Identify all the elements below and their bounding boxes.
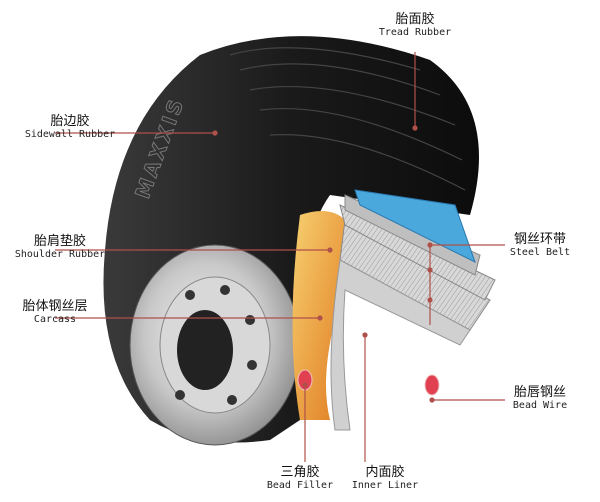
label-en: Carcass xyxy=(33,314,77,325)
label-zh: 胎体钢丝层 xyxy=(22,299,88,314)
label-en: Steel Belt xyxy=(509,247,571,258)
label-bead-wire: 胎唇钢丝 Bead Wire xyxy=(495,381,585,411)
label-en: Bead Filler xyxy=(266,480,334,491)
steel-belt-blue xyxy=(354,189,476,263)
label-steel-belt: 钢丝环带 Steel Belt xyxy=(495,228,585,258)
inner-liner xyxy=(330,259,471,431)
label-zh: 钢丝环带 xyxy=(513,232,566,247)
label-en: Sidewall Rubber xyxy=(24,129,116,140)
shoulder-layer xyxy=(292,211,345,420)
label-en: Inner Liner xyxy=(351,480,419,491)
label-en: Shoulder Rubber xyxy=(14,249,106,260)
tread-grooves xyxy=(229,47,466,191)
label-carcass: 胎体钢丝层 Carcass xyxy=(5,295,105,325)
label-inner-liner: 内面胶 Inner Liner xyxy=(340,461,430,491)
label-zh: 内面胶 xyxy=(365,465,405,480)
wheel-hub xyxy=(177,310,233,390)
leader-lines xyxy=(55,52,505,462)
label-en: Tread Rubber xyxy=(378,27,452,38)
label-tread-rubber: 胎面胶 Tread Rubber xyxy=(370,8,460,38)
label-en: Bead Wire xyxy=(512,400,568,411)
label-bead-filler: 三角胶 Bead Filler xyxy=(255,461,345,491)
label-sidewall-rubber: 胎边胶 Sidewall Rubber xyxy=(15,110,125,140)
label-zh: 胎面胶 xyxy=(395,12,435,27)
lug-holes xyxy=(175,285,257,405)
label-zh: 胎唇钢丝 xyxy=(513,385,566,400)
label-zh: 胎肩垫胶 xyxy=(33,234,86,249)
bead-wire-right xyxy=(424,374,440,396)
label-shoulder-rubber: 胎肩垫胶 Shoulder Rubber xyxy=(5,230,115,260)
label-zh: 三角胶 xyxy=(280,465,320,480)
label-zh: 胎边胶 xyxy=(50,114,90,129)
